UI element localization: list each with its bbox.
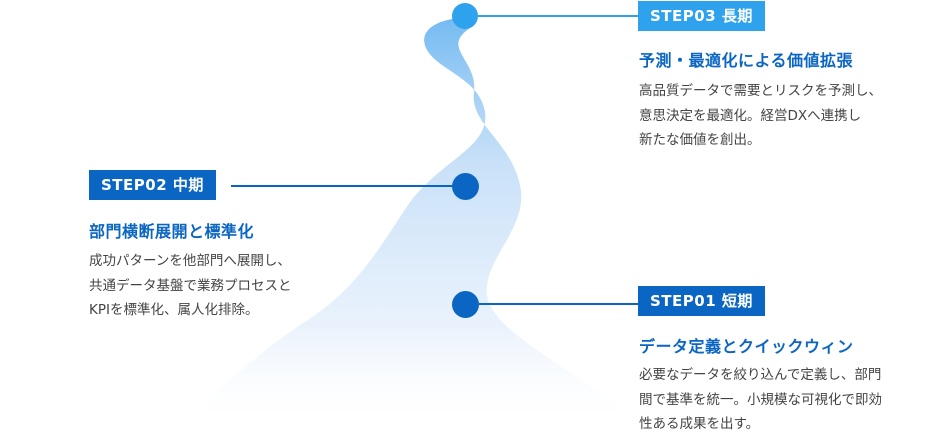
step03-connector-line <box>478 15 638 17</box>
step02-heading: 部門横断展開と標準化 <box>89 222 255 241</box>
step01-marker <box>452 291 479 318</box>
step03-marker <box>452 3 478 29</box>
step01-description: 必要なデータを絞り込んで定義し、部門 間で基準を統一。小規模な可視化で即効 性あ… <box>639 367 882 432</box>
step02-description: 成功パターンを他部門へ展開し、 共通データ基盤で業務プロセスと KPIを標準化、… <box>89 253 292 318</box>
step02-badge: STEP02 中期 <box>89 170 216 200</box>
step02-marker <box>452 173 479 200</box>
step03-description: 高品質データで需要とリスクを予測し、 意思決定を最適化。経営DXへ連携し 新たな… <box>639 83 882 148</box>
step03-heading: 予測・最適化による価値拡張 <box>639 51 854 70</box>
step03-badge: STEP03 長期 <box>638 1 765 31</box>
step01-connector-line <box>479 303 638 305</box>
step02-connector-line <box>231 185 453 187</box>
step01-heading: データ定義とクイックウィン <box>639 337 854 356</box>
step01-badge: STEP01 短期 <box>638 286 765 316</box>
